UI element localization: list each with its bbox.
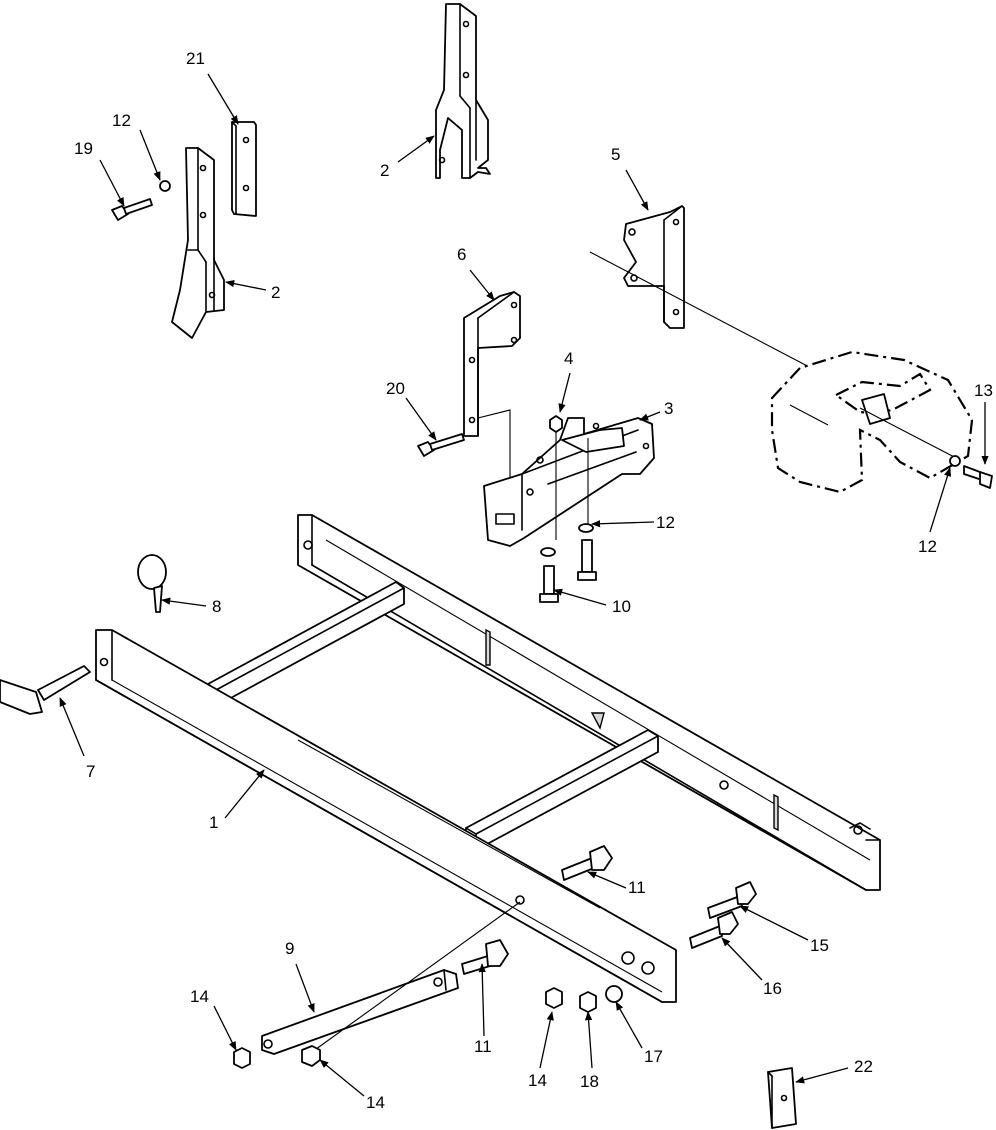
nut-18 — [579, 985, 623, 1013]
callout-2-top: 2 — [380, 161, 389, 180]
plate-21 — [231, 121, 257, 217]
counterweight-phantom — [770, 350, 974, 494]
callout-1: 1 — [209, 813, 218, 832]
callout-7: 7 — [86, 762, 95, 781]
leader-lines — [59, 73, 989, 1097]
callout-15: 15 — [810, 936, 829, 955]
callout-8: 8 — [212, 597, 221, 616]
callout-13: 13 — [974, 381, 993, 400]
hitch-bracket-3 — [483, 417, 655, 547]
callout-16: 16 — [763, 979, 782, 998]
link-9 — [261, 901, 521, 1055]
callout-22: 22 — [854, 1057, 873, 1076]
bolt-19 — [111, 180, 171, 221]
nut-4 — [549, 415, 563, 433]
bolts-10 — [539, 523, 597, 603]
plate-22 — [767, 1067, 797, 1129]
callout-19: 19 — [74, 139, 93, 158]
bolt-11-upper — [561, 845, 613, 881]
callout-5: 5 — [611, 145, 620, 164]
main-frame — [95, 514, 881, 1003]
bracket-2-top — [435, 3, 491, 179]
callout-3: 3 — [664, 399, 673, 418]
callout-21: 21 — [186, 49, 205, 68]
callout-14-left: 14 — [190, 987, 209, 1006]
callout-14-mid: 14 — [366, 1093, 385, 1112]
callout-17: 17 — [644, 1047, 663, 1066]
callout-9: 9 — [285, 939, 294, 958]
bracket-2-left — [171, 147, 225, 339]
bracket-6 — [463, 291, 521, 500]
bracket-5 — [589, 205, 816, 371]
nuts-14 — [233, 987, 563, 1069]
lynch-pin-8 — [137, 554, 167, 613]
callout-12-right: 12 — [918, 537, 937, 556]
callout-12-top: 12 — [112, 111, 131, 130]
callout-10: 10 — [612, 597, 631, 616]
callout-20: 20 — [386, 379, 405, 398]
callout-14-right: 14 — [528, 1071, 547, 1090]
callout-11-upper: 11 — [628, 878, 646, 897]
bolts-15-16 — [689, 881, 757, 949]
bolt-13 — [949, 455, 993, 489]
callout-labels: 1 2 2 3 4 5 6 7 8 9 10 11 11 12 12 12 13… — [74, 49, 993, 1112]
callout-6: 6 — [457, 245, 466, 264]
callout-2-left: 2 — [271, 283, 280, 302]
callout-4: 4 — [564, 349, 573, 368]
callout-12-mid: 12 — [656, 513, 675, 532]
bolt-11-lower — [461, 939, 509, 975]
drawbar-pin-7 — [0, 665, 91, 715]
callout-11-lower: 11 — [474, 1037, 492, 1056]
bolt-20 — [417, 433, 465, 457]
callout-18: 18 — [580, 1072, 599, 1091]
